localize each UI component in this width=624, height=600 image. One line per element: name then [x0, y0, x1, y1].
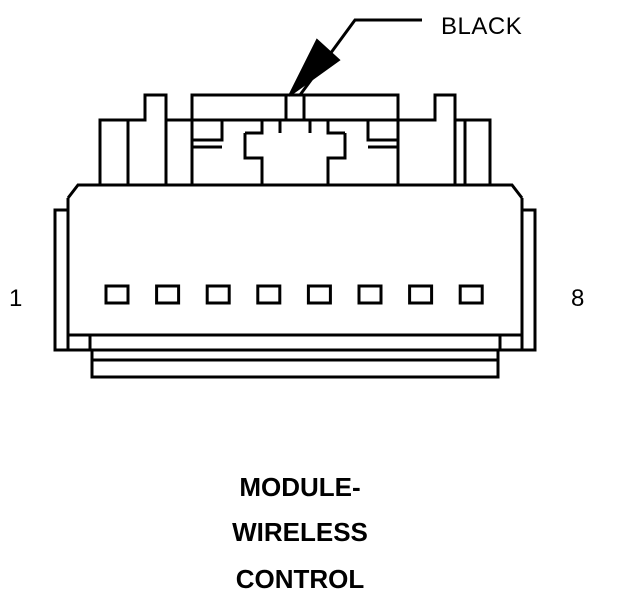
- pin-1-label: 1: [9, 285, 23, 312]
- pin-cavity-5: [306, 284, 332, 305]
- pin-cavity-8: [458, 284, 484, 305]
- top-lock: [190, 93, 400, 185]
- pin-cavity-2: [155, 284, 181, 305]
- pin-cavity-6: [357, 284, 383, 305]
- pin-cavity-4: [256, 284, 282, 305]
- pin-cavities: [104, 284, 484, 305]
- left-latch: [98, 93, 194, 185]
- pin-cavity-1: [104, 284, 130, 305]
- pin-8-label: 8: [571, 285, 585, 312]
- pin-cavity-3: [205, 284, 231, 305]
- connector-body: [53, 183, 537, 379]
- caption-line-3: CONTROL: [235, 564, 365, 594]
- color-leader-arrowhead: [288, 38, 341, 97]
- wire-color-label: BLACK: [441, 13, 523, 40]
- caption-line-1: MODULE-: [239, 472, 361, 502]
- caption-line-2: WIRELESS: [232, 517, 368, 547]
- right-latch: [396, 93, 492, 185]
- pin-cavity-7: [408, 284, 434, 305]
